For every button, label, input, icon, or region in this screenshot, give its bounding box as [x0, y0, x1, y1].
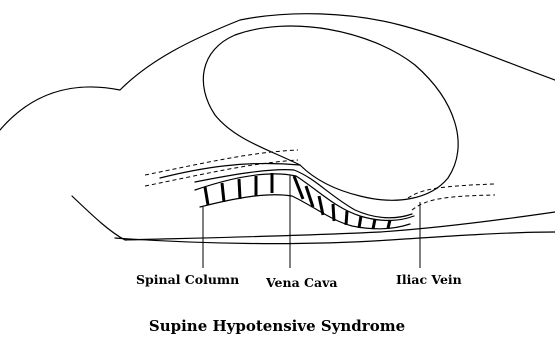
body-back-outline [72, 196, 555, 240]
label-vena-cava: Vena Cava [265, 275, 337, 290]
body-upper-outline [0, 14, 555, 130]
vertebrae [205, 173, 390, 229]
label-iliac-vein: Iliac Vein [396, 272, 462, 287]
label-spinal-column: Spinal Column [136, 272, 239, 287]
iliac-dashed-lower [412, 195, 495, 210]
spinal-column-upper-edge [195, 174, 414, 221]
vena-cava-vessel [195, 170, 412, 218]
diagram-title: Supine Hypotensive Syndrome [149, 317, 405, 335]
